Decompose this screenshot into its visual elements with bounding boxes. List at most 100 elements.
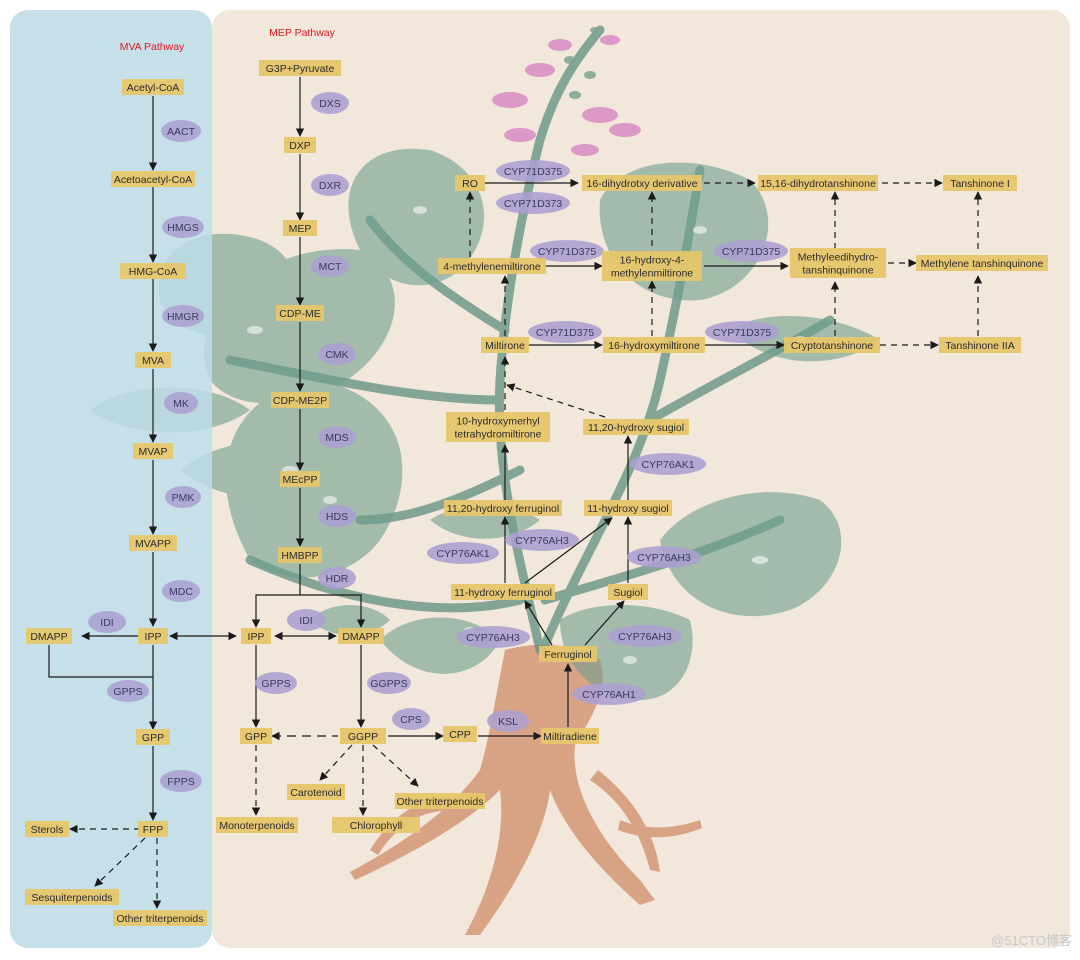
- node-box: [443, 726, 477, 742]
- node-label: Miltirone: [485, 340, 525, 352]
- node-label: 4-methylenemiltirone: [443, 261, 541, 273]
- enzyme-ellipse: [608, 625, 682, 647]
- node-box: [603, 337, 705, 353]
- node-gpp2: GPP: [240, 728, 272, 744]
- node-ro: RO: [455, 175, 485, 191]
- node-box: [111, 171, 195, 187]
- mva-pathway-title: MVA Pathway: [120, 41, 185, 53]
- node-box: [340, 728, 386, 744]
- node-box: [138, 821, 168, 837]
- enzyme-label: DXS: [319, 98, 341, 110]
- flower-bud-icon: [564, 27, 600, 99]
- enzyme-cyp71d375a: CYP71D375: [496, 160, 570, 182]
- node-box: [287, 784, 345, 800]
- node-methylenetq: Methylene tanshinquinone: [916, 255, 1048, 271]
- node-label: HMBPP: [281, 550, 318, 562]
- node-box: [758, 175, 878, 191]
- node-box: [133, 443, 173, 459]
- enzyme-ellipse: [627, 546, 701, 568]
- node-sesquiterpenoids: Sesquiterpenoids: [25, 889, 119, 905]
- enzyme-ellipse: [528, 321, 602, 343]
- node-label: methylenmiltirone: [611, 267, 693, 279]
- node-box: [241, 628, 271, 644]
- node-mecpp: MEcPP: [280, 471, 320, 487]
- enzyme-ellipse: [161, 120, 201, 142]
- enzyme-ellipse: [311, 92, 349, 114]
- enzyme-hmgr: HMGR: [162, 305, 204, 327]
- enzyme-ellipse: [311, 174, 349, 196]
- node-box: [278, 547, 322, 563]
- node-label: Ferruginol: [544, 649, 591, 661]
- node-label: Miltiradiene: [543, 731, 597, 743]
- node-hmiltirone16: 16-hydroxymiltirone: [603, 337, 705, 353]
- enzyme-ellipse: [572, 683, 646, 705]
- enzyme-label: CYP76AK1: [436, 548, 489, 560]
- node-othertri1: Other triterpenoids: [113, 910, 207, 926]
- node-label: IPP: [145, 631, 162, 643]
- node-label: 11-hydroxy ferruginol: [454, 587, 552, 599]
- enzyme-mds: MDS: [318, 426, 356, 448]
- node-box: [129, 535, 177, 551]
- node-label: Chlorophyll: [350, 820, 403, 832]
- enzyme-ggpps: GGPPS: [367, 672, 411, 694]
- node-box: [271, 392, 329, 408]
- enzyme-label: DXR: [319, 180, 342, 192]
- node-label: Other triterpenoids: [397, 796, 484, 808]
- node-box: [26, 628, 72, 644]
- enzyme-ellipse: [162, 216, 204, 238]
- node-box: [583, 419, 689, 435]
- node-carotenoid: Carotenoid: [287, 784, 345, 800]
- node-box: [444, 500, 562, 516]
- node-hmbpp: HMBPP: [278, 547, 322, 563]
- node-box: [455, 175, 485, 191]
- node-box: [280, 471, 320, 487]
- node-hmgcoa: HMG-CoA: [120, 263, 186, 279]
- enzyme-cyp76ah3c: CYP76AH3: [505, 529, 579, 551]
- enzyme-label: IDI: [299, 615, 312, 627]
- enzyme-label: CYP76AH1: [582, 689, 636, 701]
- node-box: [120, 263, 186, 279]
- node-label: Sugiol: [613, 587, 642, 599]
- node-ipp1: IPP: [138, 628, 168, 644]
- enzyme-ellipse: [107, 680, 149, 702]
- enzyme-label: CYP71D375: [722, 246, 781, 258]
- enzyme-mk: MK: [164, 392, 198, 414]
- node-label: Acetoacetyl-CoA: [114, 174, 192, 186]
- node-box: [446, 412, 550, 442]
- enzyme-ellipse: [318, 505, 356, 527]
- enzyme-ellipse: [287, 609, 325, 631]
- node-box: [338, 628, 384, 644]
- node-acetylcoa: Acetyl-CoA: [122, 79, 184, 95]
- enzyme-label: CYP76AK1: [641, 459, 694, 471]
- enzyme-ellipse: [164, 392, 198, 414]
- node-box: [481, 337, 529, 353]
- node-cpp: CPP: [443, 726, 477, 742]
- node-label: 15,16-dihydrotanshinone: [760, 178, 876, 190]
- node-tanshinone2a: Tanshinone IIA: [939, 337, 1021, 353]
- enzyme-ellipse: [496, 160, 570, 182]
- node-box: [916, 255, 1048, 271]
- node-box: [582, 175, 702, 191]
- enzyme-label: CYP76AH3: [466, 632, 520, 644]
- node-box: [608, 584, 648, 600]
- node-box: [438, 258, 546, 274]
- node-box: [135, 352, 171, 368]
- node-cdpme: CDP-ME: [276, 305, 324, 321]
- node-label: Tanshinone IIA: [945, 340, 1014, 352]
- node-label: FPP: [143, 824, 163, 836]
- node-box: [276, 305, 324, 321]
- node-label: CPP: [449, 729, 471, 741]
- node-dxp: DXP: [284, 137, 316, 153]
- enzyme-label: CYP76AH3: [618, 631, 672, 643]
- enzyme-label: CYP71D375: [536, 327, 595, 339]
- node-box: [283, 220, 317, 236]
- node-box: [602, 251, 702, 281]
- node-ggpp: GGPP: [340, 728, 386, 744]
- enzyme-ellipse: [505, 529, 579, 551]
- node-sugiol: Sugiol: [608, 584, 648, 600]
- node-tanshinone1: Tanshinone I: [943, 175, 1017, 191]
- enzyme-label: MK: [173, 398, 189, 410]
- node-methyleedihydro-lines: Methyleedihydro-tanshinquinone: [790, 248, 886, 278]
- enzyme-idi1: IDI: [88, 611, 126, 633]
- enzyme-ellipse: [530, 240, 604, 262]
